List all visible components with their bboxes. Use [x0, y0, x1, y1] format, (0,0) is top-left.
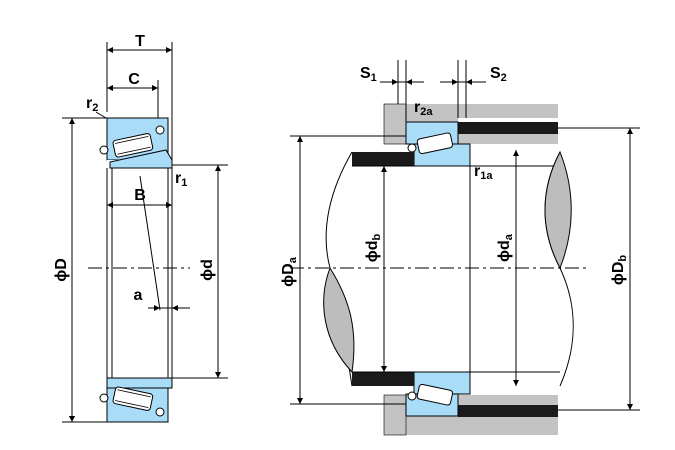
- mounted-bearing-lower: [405, 371, 471, 417]
- label-T: T: [135, 33, 145, 50]
- mounting-dimension-view: S1 S2 r2a r1a ϕDa ϕdb ϕda ϕDb: [280, 60, 640, 436]
- label-phiDb: ϕDb: [610, 255, 629, 286]
- pressure-line: [139, 175, 161, 311]
- label-S2: S2: [490, 65, 507, 84]
- roller-upper: [112, 133, 154, 158]
- shaft-break-section-left: [323, 266, 355, 374]
- label-phida: ϕda: [496, 233, 515, 262]
- shaft-shoulder-upper: [352, 152, 414, 166]
- shaft-break-section-right: [544, 150, 572, 270]
- bearing-dimension-view: T C r2 r1 B a ϕD ϕd: [53, 33, 228, 423]
- label-S1: S1: [360, 65, 377, 84]
- shaft-shoulder-lower: [352, 372, 414, 386]
- label-B: B: [134, 187, 146, 204]
- label-phiDa: ϕDa: [280, 256, 299, 287]
- label-C: C: [128, 71, 140, 88]
- bearing-upper-section: [99, 117, 173, 169]
- label-phid: ϕd: [199, 259, 216, 281]
- label-phidb: ϕdb: [364, 233, 383, 262]
- label-a: a: [134, 287, 143, 304]
- bearing-lower-section: [99, 377, 173, 423]
- roller-lower: [112, 386, 154, 411]
- label-r2: r2: [86, 95, 98, 114]
- label-r1a: r1a: [474, 163, 493, 182]
- mounted-bearing-upper: [405, 121, 471, 167]
- label-phiD: ϕD: [53, 258, 70, 282]
- label-r1: r1: [175, 170, 187, 189]
- label-r2a: r2a: [414, 99, 433, 118]
